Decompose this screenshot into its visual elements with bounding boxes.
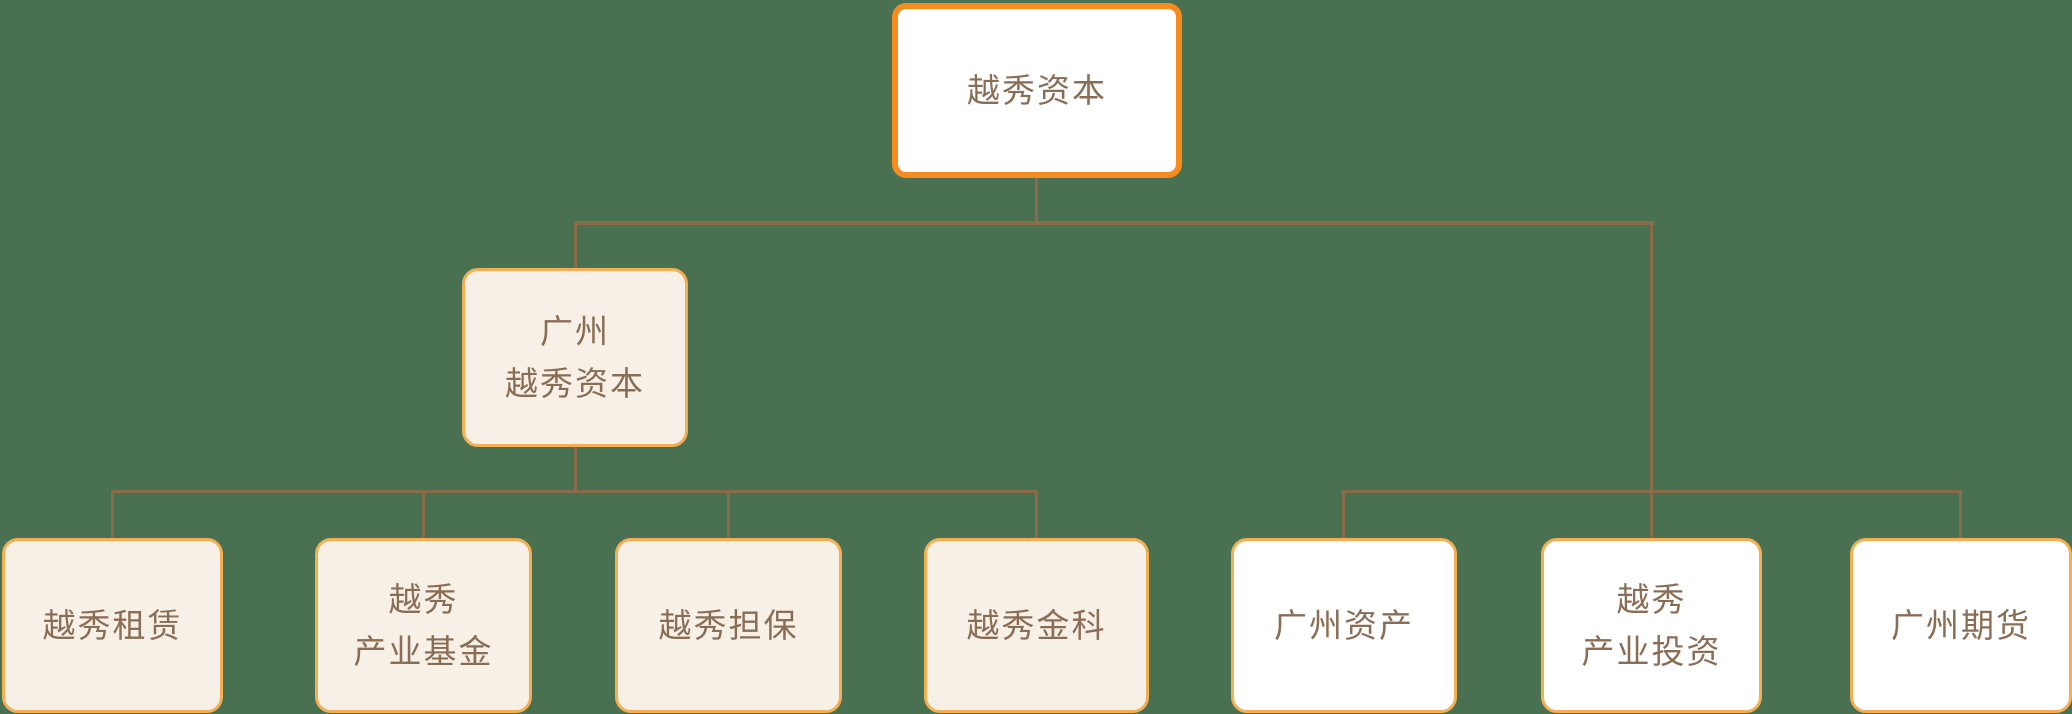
org-node-yuexiu-capital: 越秀资本 (892, 3, 1182, 178)
connector-drop-guarantee (727, 492, 730, 538)
org-node-yuexiu-guarantee: 越秀担保 (615, 538, 842, 713)
connector-left-rail (111, 490, 1037, 493)
connector-drop-industrial-fund (422, 492, 425, 538)
org-node-yuexiu-fintech: 越秀金科 (924, 538, 1149, 713)
org-node-yuexiu-industrial-investment: 越秀 产业投资 (1541, 538, 1762, 713)
org-node-guangzhou-futures: 广州期货 (1850, 538, 2072, 713)
connector-drop-futures (1959, 492, 1962, 538)
org-node-yuexiu-industrial-fund: 越秀 产业基金 (315, 538, 532, 713)
org-node-guangzhou-yuexiu-capital: 广州 越秀资本 (462, 268, 688, 447)
connector-right-branch-drop (1650, 223, 1653, 538)
connector-left-branch-drop (574, 223, 577, 268)
connector-right-rail (1342, 490, 1962, 493)
connector-top-rail (574, 221, 1654, 225)
connector-l2-stem (574, 447, 577, 492)
connector-drop-fintech (1035, 492, 1038, 538)
connector-drop-assets (1342, 492, 1345, 538)
connector-drop-leasing (111, 492, 114, 538)
org-node-guangzhou-assets: 广州资产 (1231, 538, 1457, 713)
connector-root-stem (1035, 178, 1038, 224)
org-node-yuexiu-leasing: 越秀租赁 (2, 538, 223, 713)
